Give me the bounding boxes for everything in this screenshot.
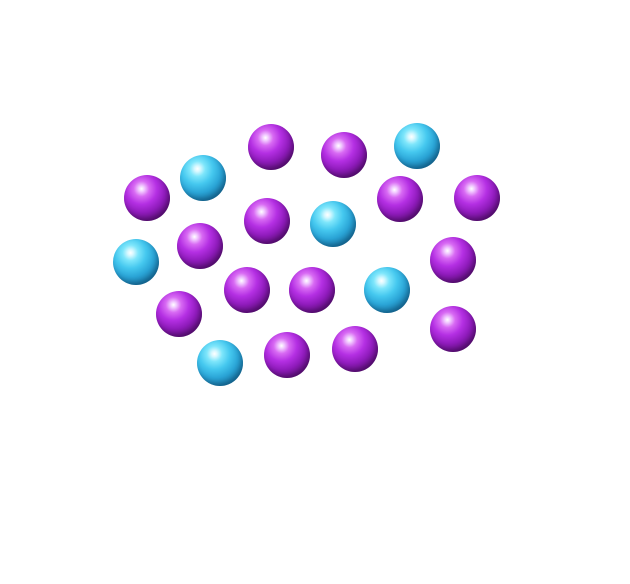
purple-sphere: [244, 198, 290, 244]
purple-sphere: [430, 306, 476, 352]
purple-sphere: [156, 291, 202, 337]
purple-sphere: [264, 332, 310, 378]
purple-sphere: [321, 132, 367, 178]
purple-sphere: [430, 237, 476, 283]
purple-sphere: [248, 124, 294, 170]
purple-sphere: [377, 176, 423, 222]
purple-sphere: [124, 175, 170, 221]
purple-sphere: [454, 175, 500, 221]
cyan-sphere: [180, 155, 226, 201]
purple-sphere: [224, 267, 270, 313]
purple-sphere: [332, 326, 378, 372]
cyan-sphere: [394, 123, 440, 169]
cyan-sphere: [113, 239, 159, 285]
purple-sphere: [177, 223, 223, 269]
cyan-sphere: [310, 201, 356, 247]
cyan-sphere: [197, 340, 243, 386]
purple-sphere: [289, 267, 335, 313]
cyan-sphere: [364, 267, 410, 313]
